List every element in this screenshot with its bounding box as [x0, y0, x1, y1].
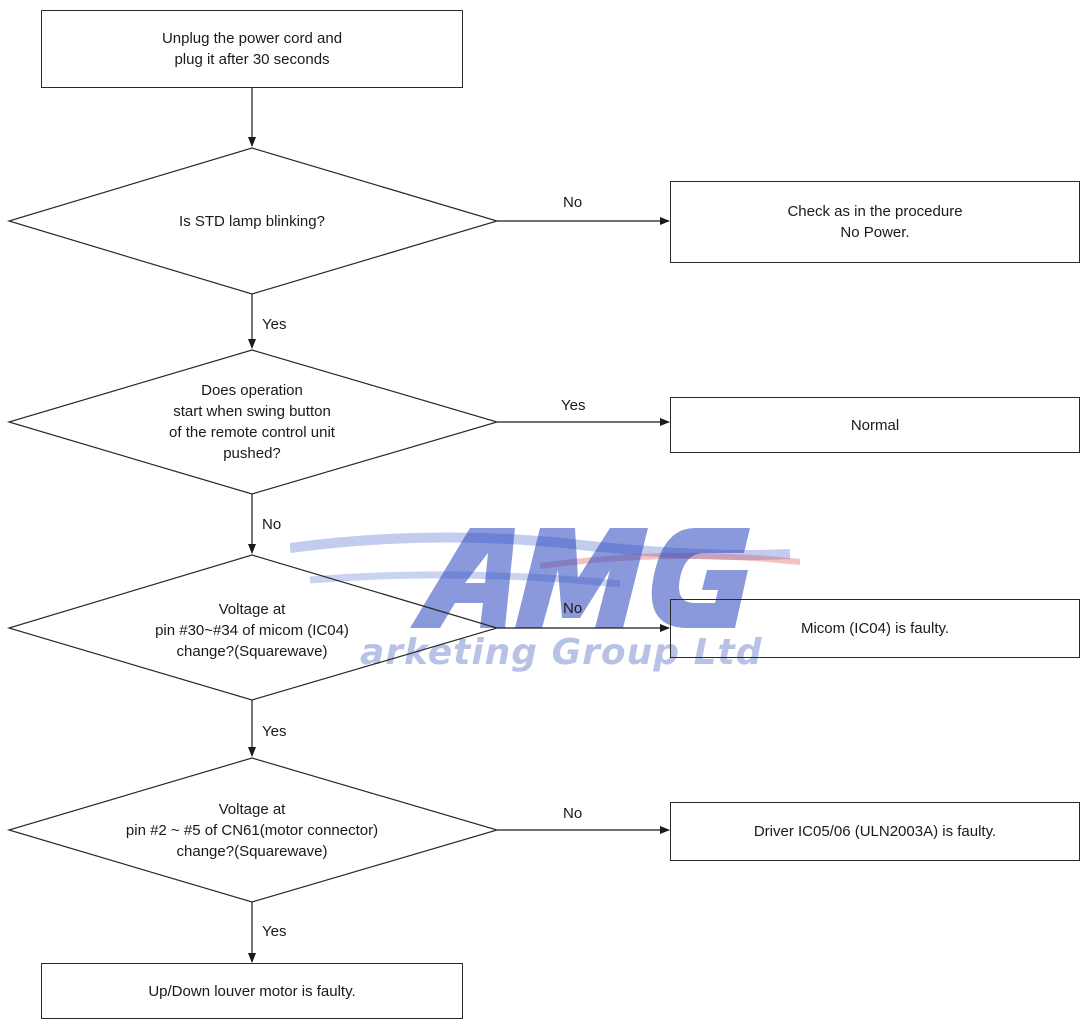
decision2-line4: pushed? [223, 445, 281, 462]
decision3-line2: pin #30~#34 of micom (IC04) [155, 621, 349, 639]
decision2-no-label: No [262, 516, 282, 533]
decision1-text: Is STD lamp blinking? [60, 206, 444, 236]
micom-faulty-result-text: Micom (IC04) is faulty. [800, 620, 950, 637]
decision3-line1: Voltage at [218, 600, 286, 618]
no-power-result-line2: No Power. [840, 224, 910, 241]
decision3-no-label: No [563, 600, 583, 617]
decision3-text: Voltage at pin #30~#34 of micom (IC04) c… [80, 597, 424, 663]
decision3-line3: change?(Squarewave) [176, 642, 328, 660]
decision4-line1: Voltage at [218, 800, 286, 818]
no-power-result-box: Check as in the procedure No Power. [670, 181, 1080, 263]
driver-faulty-result-text: Driver IC05/06 (ULN2003A) is faulty. [753, 823, 997, 840]
decision4-yes-label: Yes [262, 923, 287, 940]
decision4-no-label: No [563, 805, 583, 822]
decision4-line2: pin #2 ~ #5 of CN61(motor connector) [125, 821, 379, 839]
start-step-box: Unplug the power cord and plug it after … [41, 10, 463, 88]
decision4-line3: change?(Squarewave) [176, 842, 328, 860]
start-step-line1: Unplug the power cord and [161, 30, 343, 47]
driver-faulty-result-box: Driver IC05/06 (ULN2003A) is faulty. [670, 802, 1080, 861]
decision4-text: Voltage at pin #2 ~ #5 of CN61(motor con… [60, 797, 444, 863]
decision2-line2: start when swing button [173, 403, 331, 420]
normal-result-text: Normal [850, 416, 900, 434]
decision3-yes-label: Yes [262, 723, 287, 740]
decision2-text: Does operation start when swing button o… [100, 378, 404, 466]
no-power-result-line1: Check as in the procedure [787, 203, 963, 220]
louver-motor-faulty-box: Up/Down louver motor is faulty. [41, 963, 463, 1019]
decision2-yes-label: Yes [561, 397, 586, 414]
normal-result-box: Normal [670, 397, 1080, 453]
micom-faulty-result-box: Micom (IC04) is faulty. [670, 599, 1080, 658]
decision2-line3: of the remote control unit [169, 424, 335, 441]
start-step-line2: plug it after 30 seconds [174, 51, 330, 68]
louver-motor-faulty-text: Up/Down louver motor is faulty. [148, 982, 356, 1000]
decision1-yes-label: Yes [262, 316, 287, 333]
decision2-line1: Does operation [201, 382, 303, 399]
decision1-no-label: No [563, 194, 583, 211]
watermark-tagline: arketing Group Ltd [360, 632, 763, 673]
decision1-question: Is STD lamp blinking? [179, 212, 325, 230]
